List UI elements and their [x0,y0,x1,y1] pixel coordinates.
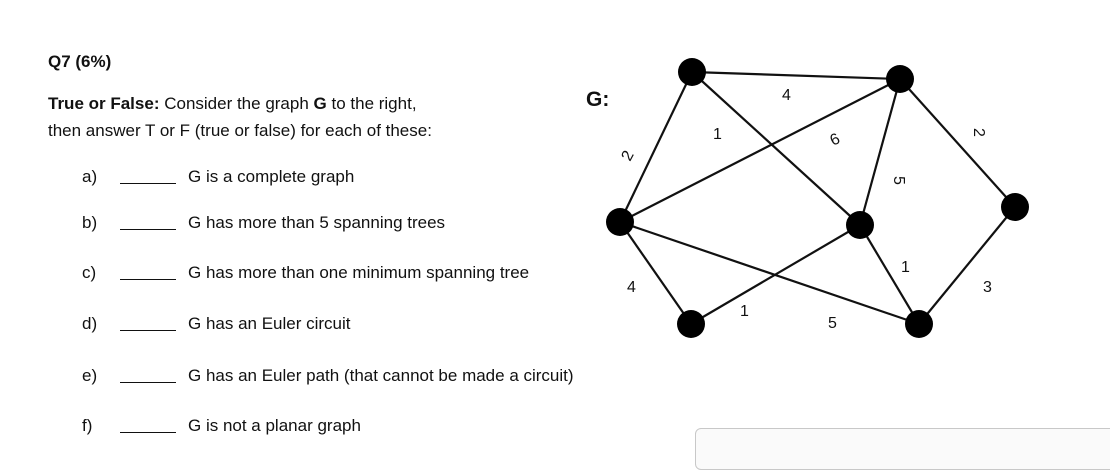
graph-node [846,211,874,239]
edge-weight-label: 5 [828,315,837,332]
intro-graph-name: G [313,94,327,113]
graph-edge [619,71,693,223]
edge-weight-label: 3 [983,279,992,296]
item-statement: G has more than 5 spanning trees [188,213,446,232]
item-a: a) G is a complete graph [0,167,700,191]
item-letter: f) [82,416,93,435]
graph-node [677,310,705,338]
graph-edge [859,224,920,325]
item-letter: d) [82,314,98,333]
graph-edge [619,220,920,326]
item-b: b) G has more than 5 spanning trees [0,213,700,237]
intro-line-1: True or False: Consider the graph G to t… [48,90,432,117]
graph-label: G: [586,88,610,111]
item-f: f) G is not a planar graph [0,416,700,440]
item-letter: e) [82,366,98,385]
edge-weight-label: 2 [619,148,638,164]
edge-weight-label: 4 [627,279,636,296]
graph-node [1001,193,1029,221]
item-statement: G is not a planar graph [188,416,361,435]
item-statement: G has an Euler circuit [188,314,351,333]
answer-blank[interactable] [120,382,176,383]
edge-weight-label: 1 [713,126,722,143]
graph-node [606,208,634,236]
item-c: c) G has more than one minimum spanning … [0,263,700,287]
item-d: d) G has an Euler circuit [0,314,700,338]
item-letter: c) [82,263,97,282]
graph-edge [899,78,1016,208]
edge-weight-label: 1 [901,259,910,276]
graph-edge [619,221,692,325]
edge-weight-label: 4 [782,87,791,104]
graph-edge [691,70,901,81]
graph-node [905,310,933,338]
intro-line-2: then answer T or F (true or false) for e… [48,121,432,140]
answer-blank[interactable] [120,330,176,331]
edge-weight-label: 1 [740,303,749,320]
item-letter: b) [82,213,98,232]
intro-text-1: Consider the graph [159,94,314,113]
intro-bold: True or False: [48,94,160,113]
edge-weight-label: 2 [970,128,987,137]
question-intro: True or False: Consider the graph G to t… [48,90,432,144]
answer-panel[interactable] [695,428,1110,470]
answer-blank[interactable] [120,432,176,433]
answer-blank[interactable] [120,183,176,184]
graph-edge [858,78,902,226]
item-statement: G has an Euler path (that cannot be made… [188,366,574,385]
item-e: e) G has an Euler path (that cannot be m… [0,366,700,390]
question-title: Q7 (6%) [48,52,112,71]
item-letter: a) [82,167,98,186]
intro-text-2: to the right, [326,94,417,113]
item-statement: G is a complete graph [188,167,355,186]
answer-blank[interactable] [120,229,176,230]
item-statement: G has more than one minimum spanning tre… [188,263,530,282]
graph-edge [619,78,901,223]
graph-edge [918,206,1016,325]
graph-diagram: 4 1 6 2 2 5 3 1 4 1 5 [606,58,1029,338]
edge-weight-label: 6 [828,130,843,149]
graph-edge [691,71,861,226]
edge-weight-label: 5 [890,176,907,185]
answer-blank[interactable] [120,279,176,280]
graph-node [886,65,914,93]
graph-node [678,58,706,86]
